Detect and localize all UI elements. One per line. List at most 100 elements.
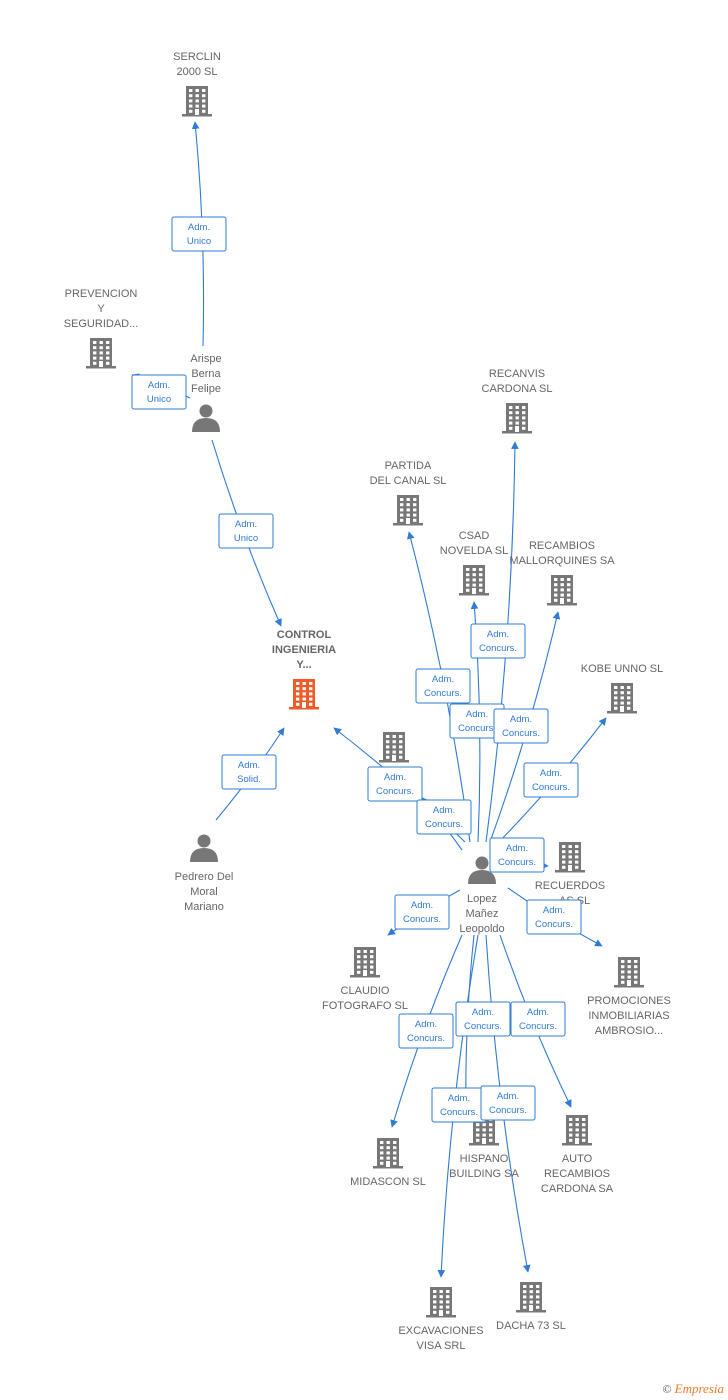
node-control[interactable]: CONTROLINGENIERIAY...	[272, 629, 336, 710]
node-label: Leopoldo	[459, 923, 504, 935]
company-icon	[426, 1287, 456, 1318]
edge-label-line: Concurs.	[407, 1033, 445, 1044]
edge-label-line: Concurs.	[489, 1105, 527, 1116]
edge-label-box	[131, 374, 187, 410]
edge-label-lopez-to-recanvis[interactable]: Adm.Concurs.	[470, 623, 526, 659]
edge-label-line: Adm.	[433, 805, 455, 816]
node-label: Moral	[190, 886, 218, 898]
node-dacha[interactable]: DACHA 73 SL	[496, 1282, 566, 1332]
edge-label-lopez-to-midascon[interactable]: Adm.Concurs.	[398, 1013, 454, 1049]
company-icon	[555, 842, 585, 873]
node-label: CARDONA SL	[482, 383, 553, 395]
node-recanvis[interactable]: RECANVIS CARDONA SL	[482, 368, 553, 434]
edge-label-lopez-to-dacha[interactable]: Adm.Concurs.	[480, 1085, 536, 1121]
edge-label-box	[221, 754, 277, 790]
edge-label-line: Concurs.	[535, 919, 573, 930]
brand-name[interactable]: Empresia	[674, 1381, 724, 1396]
company-icon	[502, 403, 532, 434]
node-recuerdos[interactable]: RECUERDOS...AS SL	[535, 842, 605, 907]
node-label: HISPANO	[460, 1153, 509, 1165]
edge-label-lopez-to-excavaciones[interactable]: Adm.Concurs.	[431, 1087, 487, 1123]
node-label: CONTROL	[277, 629, 332, 641]
node-label: INMOBILIARIAS	[588, 1010, 669, 1022]
node-label: VISA SRL	[417, 1340, 466, 1352]
footer-credit: © Empresia	[663, 1381, 724, 1397]
edge-label-box	[394, 894, 450, 930]
node-kobe[interactable]: KOBE UNNO SL	[581, 663, 664, 714]
edge-label-line: Concurs.	[532, 782, 570, 793]
node-label: CLAUDIO	[341, 985, 390, 997]
edge-label-line: Concurs.	[425, 819, 463, 830]
edge-label-lopez-to-claudio[interactable]: Adm. Concurs.	[526, 899, 582, 935]
node-label: CARDONA SA	[541, 1183, 614, 1195]
edge-label-lopez-to-recuerdos[interactable]: Adm.Concurs.	[489, 837, 545, 873]
node-promociones[interactable]: PROMOCIONESINMOBILIARIASAMBROSIO...	[587, 957, 671, 1037]
edge-label-line: Adm.	[472, 1007, 494, 1018]
edge-label-line: Concurs.	[376, 786, 414, 797]
node-label: RECANVIS	[489, 368, 545, 380]
node-label: Mañez	[465, 908, 498, 920]
company-icon	[373, 1138, 403, 1169]
edge-label-box	[218, 513, 274, 549]
node-prevencion[interactable]: PREVENCIONYSEGURIDAD...	[64, 288, 139, 369]
edge-label-lopez-to-partida[interactable]: Adm. Concurs.	[415, 668, 471, 704]
person-icon	[190, 834, 218, 862]
node-label: Felipe	[191, 383, 221, 395]
node-label: Lopez	[467, 893, 497, 905]
edge-label-line: Adm.	[432, 674, 454, 685]
edge-label-arispe-to-serclin[interactable]: Adm.Unico	[171, 216, 227, 252]
company-icon	[614, 957, 644, 988]
edge-label-lopez-to-autorecambios[interactable]: Adm.Concurs.	[510, 1001, 566, 1037]
edge-label-line: Adm.	[543, 905, 565, 916]
person-icon	[192, 404, 220, 432]
edge-label-box	[480, 1085, 536, 1121]
edge-label-pedrero-to-control[interactable]: Adm.Solid.	[221, 754, 277, 790]
edge-label-lopez-to-hispano[interactable]: Adm.Concurs.	[455, 1001, 511, 1037]
edge-label-box	[367, 766, 423, 802]
node-hispano[interactable]: HISPANO BUILDING SA	[449, 1115, 520, 1180]
edge-label-box	[415, 668, 471, 704]
edge-label-arispe-to-prevencion[interactable]: Adm.Unico	[131, 374, 187, 410]
node-midascon[interactable]: MIDASCON SL	[350, 1138, 426, 1188]
node-label: SERCLIN	[173, 51, 221, 63]
edge-label-line: Concurs.	[479, 643, 517, 654]
edge-label-lopez-to-promociones[interactable]: Adm.Concurs.	[394, 894, 450, 930]
company-icon	[547, 575, 577, 606]
edge-label-line: Adm.	[384, 772, 406, 783]
company-icon	[379, 732, 409, 763]
edge-label-arispe-to-control[interactable]: Adm.Unico	[218, 513, 274, 549]
company-icon	[393, 495, 423, 526]
edge-label-line: Concurs.	[424, 688, 462, 699]
node-label: MIDASCON SL	[350, 1176, 426, 1188]
edge-label-line: Adm.	[411, 900, 433, 911]
edge-label-line: Adm.	[238, 760, 260, 771]
edge-label-lopez-to-cm[interactable]: Adm. Concurs.	[416, 799, 472, 835]
edge-label-line: Adm.	[510, 714, 532, 725]
node-label: Arispe	[190, 353, 221, 365]
edge-label-box	[455, 1001, 511, 1037]
company-icon	[182, 86, 212, 117]
edge-label-lopez-to-recmallorquines[interactable]: Adm.Concurs.	[493, 708, 549, 744]
edge-label-lopez-to-kobe[interactable]: Adm. Concurs.	[523, 762, 579, 798]
node-label: PROMOCIONES	[587, 995, 671, 1007]
edge-label-box	[493, 708, 549, 744]
edge-label-lopez-to-control[interactable]: Adm. Concurs.	[367, 766, 423, 802]
node-label: RECAMBIOS	[529, 540, 595, 552]
edge-label-line: Concurs.	[519, 1021, 557, 1032]
node-label: BUILDING SA	[449, 1168, 519, 1180]
edge-label-line: Adm.	[235, 519, 257, 530]
copyright-symbol: ©	[662, 1382, 672, 1396]
edge-label-line: Adm.	[540, 768, 562, 779]
